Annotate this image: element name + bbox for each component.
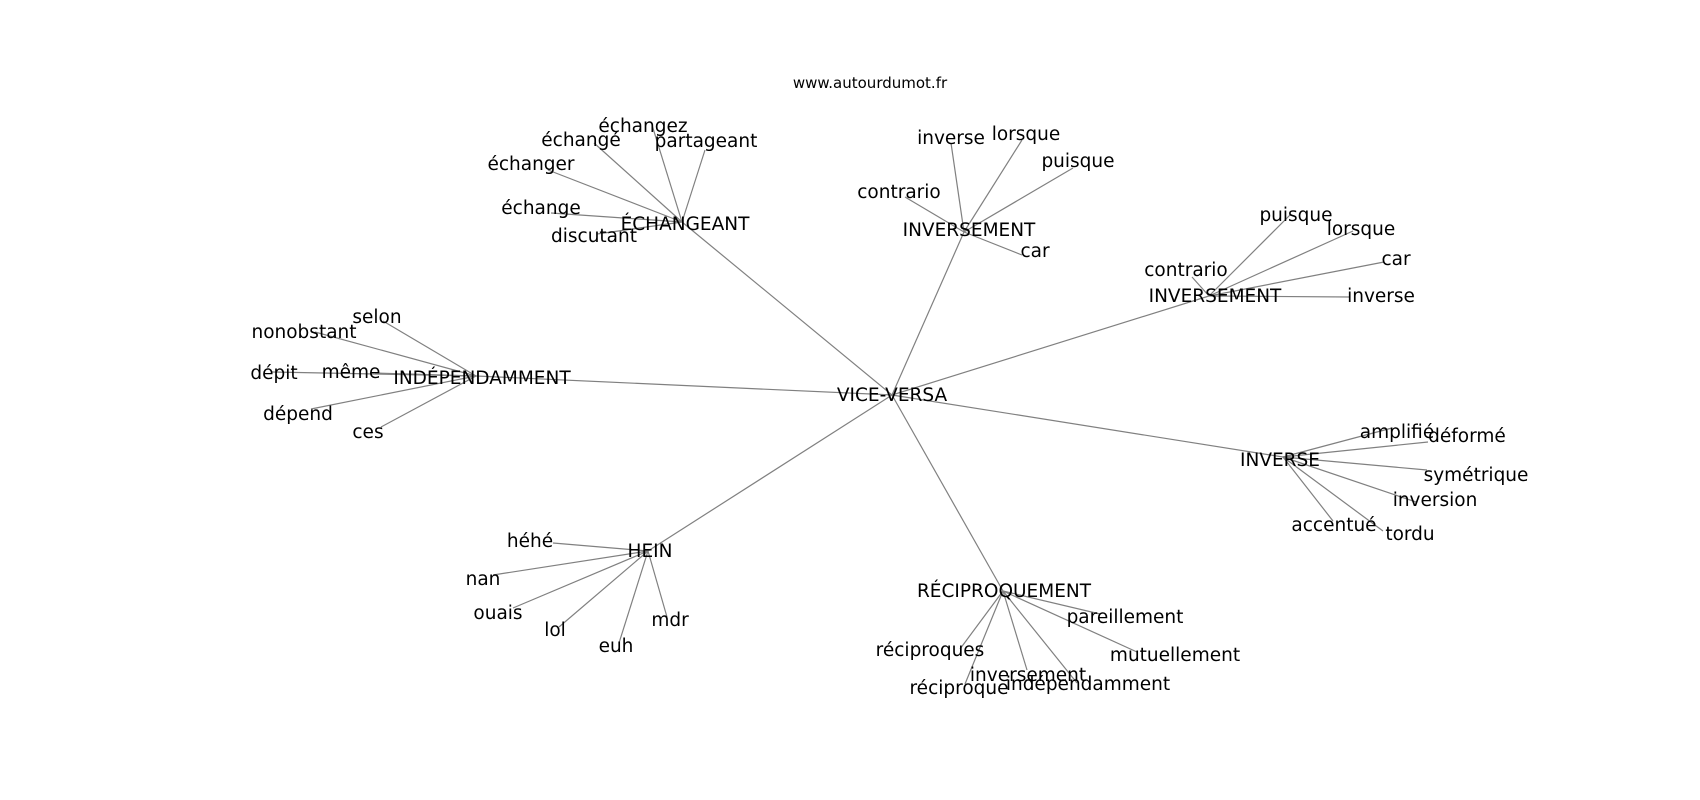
edge-center-inversement	[891, 295, 1210, 396]
edge-reciproquement-independamment	[1002, 590, 1078, 684]
word-node-inverse[interactable]: inverse	[1347, 286, 1415, 307]
word-node-independamment[interactable]: indépendamment	[1006, 674, 1170, 695]
word-node-lorsque[interactable]: lorsque	[1327, 219, 1396, 240]
edge-independamment-nonobstant	[314, 331, 477, 377]
word-node-contrario[interactable]: contrario	[857, 182, 940, 203]
edge-inverse-symetrique	[1282, 456, 1428, 471]
source-watermark: www.autourdumot.fr	[793, 74, 948, 92]
word-node-ces[interactable]: ces	[352, 422, 383, 443]
hub-node-independamment[interactable]: INDÉPENDAMMENT	[393, 367, 571, 389]
word-node-depend[interactable]: dépend	[263, 404, 333, 425]
hub-node-reciproquement[interactable]: RÉCIPROQUEMENT	[917, 580, 1092, 602]
edge-reciproquement-mutuellement	[1002, 590, 1138, 653]
word-node-meme[interactable]: même	[322, 362, 381, 383]
word-node-puisque[interactable]: puisque	[1259, 205, 1332, 226]
word-node-echangez[interactable]: échangez	[598, 116, 687, 137]
word-node-discutant[interactable]: discutant	[551, 226, 637, 247]
word-node-contrario[interactable]: contrario	[1144, 260, 1227, 281]
edge-inverse-accentue	[1282, 456, 1334, 522]
edge-inversement-lorsque	[963, 139, 1023, 233]
edge-center-hein	[647, 394, 893, 552]
word-node-mdr[interactable]: mdr	[651, 610, 689, 631]
word-node-inversion[interactable]: inversion	[1393, 490, 1478, 511]
edge-echangeant-discutant	[596, 221, 683, 235]
word-node-nonobstant[interactable]: nonobstant	[251, 322, 356, 343]
edge-center-inversement	[891, 231, 965, 396]
word-node-accentue[interactable]: accentué	[1291, 515, 1376, 536]
edge-inverse-tordu	[1282, 456, 1384, 532]
edge-inverse-amplifie	[1282, 427, 1393, 458]
edge-reciproquement-reciproques	[959, 590, 1004, 650]
word-node-inversement[interactable]: inversement	[970, 665, 1086, 686]
word-node-echanger[interactable]: échanger	[487, 154, 574, 175]
word-node-symetrique[interactable]: symétrique	[1424, 465, 1529, 486]
hub-node-inversement[interactable]: INVERSEMENT	[903, 220, 1036, 241]
edge-independamment-meme	[374, 372, 477, 377]
edge-echangeant-echanger	[547, 169, 683, 223]
edge-inversement-inverse	[950, 142, 965, 233]
edge-inversement-contrario	[904, 196, 965, 233]
edge-layer	[271, 124, 1429, 685]
word-node-amplifie[interactable]: amplifié	[1360, 422, 1434, 443]
hub-node-hein[interactable]: HEIN	[628, 541, 673, 562]
word-node-hehe[interactable]: héhé	[507, 531, 553, 552]
word-node-echange[interactable]: échangé	[541, 130, 620, 151]
edge-hein-ouais	[512, 550, 649, 609]
word-node-nan[interactable]: nan	[466, 569, 501, 590]
edge-inversement-car	[963, 231, 1023, 256]
word-node-ouais[interactable]: ouais	[473, 603, 522, 624]
edge-inversement-puisque	[1208, 213, 1292, 297]
edge-independamment-selon	[382, 320, 477, 377]
edge-reciproquement-pareillement	[1002, 590, 1101, 615]
edge-echangeant-echange	[550, 212, 683, 223]
word-node-tordu[interactable]: tordu	[1385, 524, 1434, 545]
edge-center-echangeant	[681, 221, 893, 396]
edge-hein-lol	[558, 550, 649, 628]
edge-reciproquement-inversement	[1002, 590, 1028, 671]
edge-center-independamment	[475, 375, 893, 396]
edge-hein-hehe	[552, 542, 649, 552]
word-node-echange[interactable]: échange	[501, 198, 580, 219]
word-node-depit[interactable]: dépit	[250, 363, 297, 384]
word-node-lol[interactable]: lol	[544, 620, 566, 641]
hub-node-inversement[interactable]: INVERSEMENT	[1149, 286, 1282, 307]
word-node-reciproque[interactable]: réciproque	[909, 678, 1008, 699]
hub-node-inverse[interactable]: INVERSE	[1240, 450, 1320, 471]
edge-hein-mdr	[647, 550, 668, 618]
word-node-puisque[interactable]: puisque	[1041, 151, 1114, 172]
word-node-mutuellement[interactable]: mutuellement	[1110, 645, 1240, 666]
edge-echangeant-echange	[593, 142, 683, 223]
word-node-deforme[interactable]: déformé	[1428, 426, 1506, 447]
word-node-reciproques[interactable]: réciproques	[876, 640, 985, 661]
word-node-lorsque[interactable]: lorsque	[992, 124, 1061, 145]
edge-hein-nan	[492, 550, 649, 576]
edge-inversement-lorsque	[1208, 230, 1354, 297]
word-node-euh[interactable]: euh	[599, 636, 634, 657]
edge-echangeant-echangez	[651, 124, 683, 223]
word-node-inverse[interactable]: inverse	[917, 128, 985, 149]
word-node-car[interactable]: car	[1020, 241, 1050, 262]
edge-echangeant-partageant	[681, 149, 706, 223]
edge-inversement-car	[1208, 261, 1385, 297]
center-node-label[interactable]: VICE-VERSA	[837, 385, 948, 406]
edge-inversement-puisque	[963, 167, 1074, 233]
edge-independamment-depend	[310, 375, 477, 410]
edge-reciproquement-reciproque	[964, 590, 1004, 685]
edge-center-inverse	[891, 394, 1284, 458]
word-node-car[interactable]: car	[1381, 249, 1411, 270]
word-node-pareillement[interactable]: pareillement	[1067, 607, 1184, 628]
edge-inversement-contrario	[1191, 276, 1210, 297]
hub-node-echangeant[interactable]: ÉCHANGEANT	[621, 213, 751, 235]
edge-center-reciproquement	[891, 394, 1004, 592]
word-node-partageant[interactable]: partageant	[655, 131, 758, 152]
edge-inversement-inverse	[1208, 295, 1351, 298]
edge-hein-euh	[618, 550, 649, 644]
edge-inverse-inversion	[1282, 456, 1417, 503]
edge-independamment-ces	[380, 375, 477, 428]
word-node-selon[interactable]: selon	[352, 307, 401, 328]
edge-inverse-deforme	[1282, 441, 1429, 458]
